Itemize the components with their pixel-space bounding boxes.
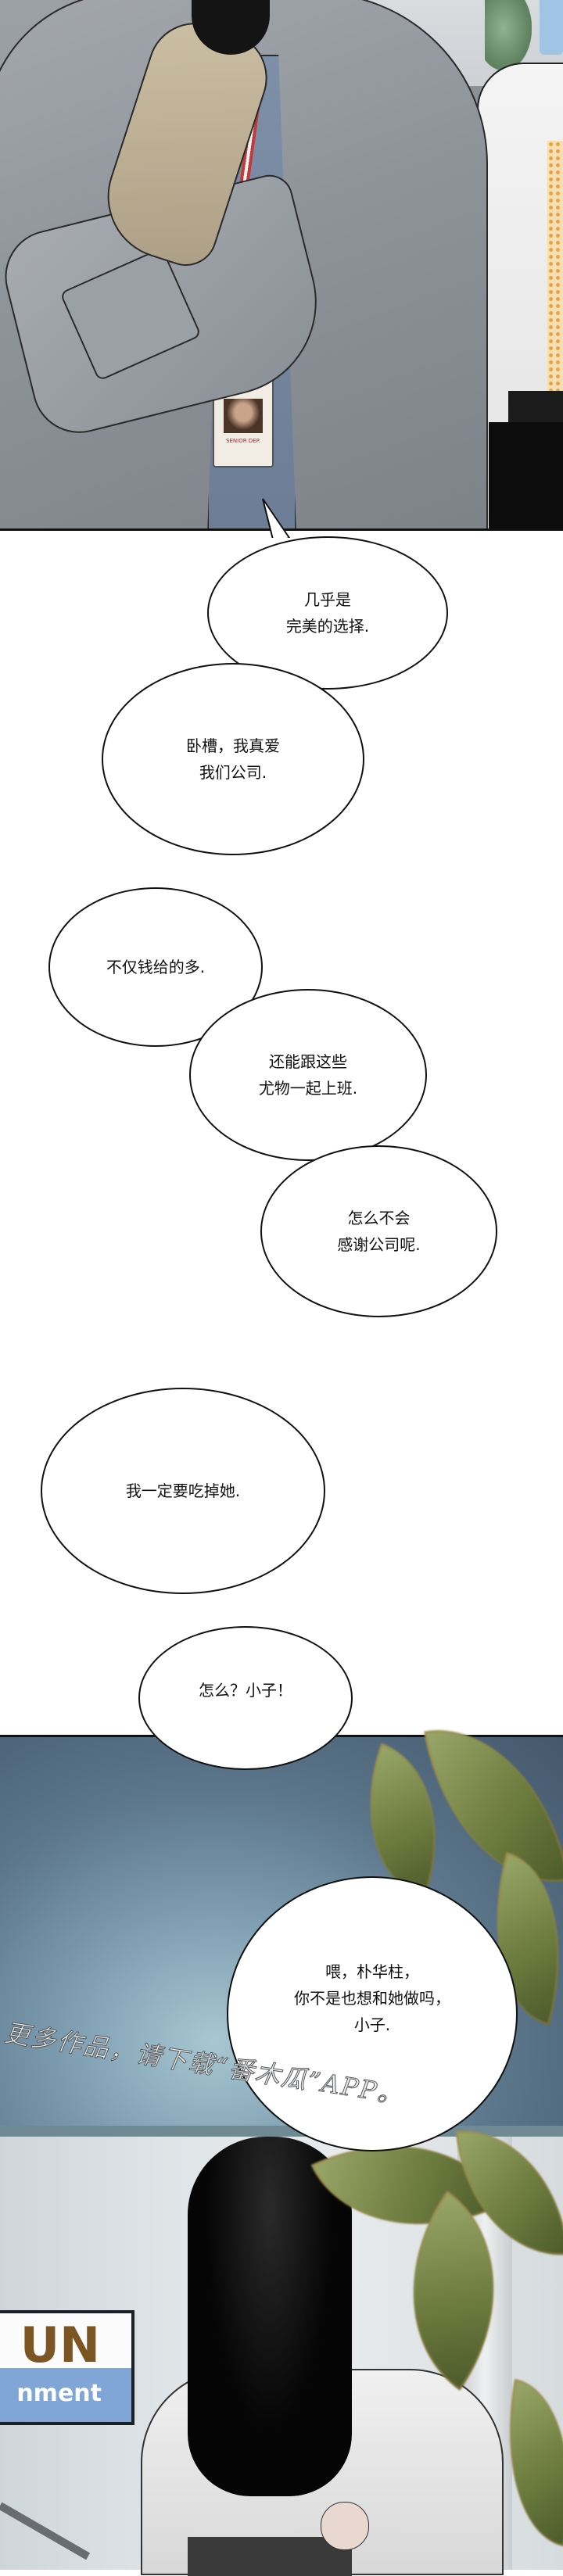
bubble-text: 我一定要吃掉她. — [125, 1481, 241, 1500]
water-cooler — [540, 0, 563, 55]
company-sign: UN nment — [0, 2310, 134, 2425]
speech-bubble-4: 还能跟这些 尤物一起上班. — [189, 989, 427, 1161]
bubble-text: 怎么不会 感谢公司呢. — [337, 1209, 421, 1254]
badge-photo — [224, 399, 263, 433]
speech-bubble-6: 我一定要吃掉她. — [41, 1388, 325, 1594]
sign-subtitle: nment — [16, 2380, 102, 2407]
woman-long-hair — [188, 2137, 352, 2496]
speech-bubble-5: 怎么不会 感谢公司呢. — [260, 1145, 497, 1317]
panel-office-man: RIGHT BRAIN SENIOR DEP. — [0, 0, 563, 531]
coworker-pants — [489, 422, 563, 528]
bubble-text: 不仅钱给的多. — [106, 958, 206, 976]
coworker-polka-dot-tie — [547, 141, 563, 407]
sign-top-half — [0, 2313, 131, 2368]
speech-bubble-7: 怎么？小子！ — [138, 1626, 353, 1770]
bubble-text: 几乎是 完美的选择. — [285, 590, 370, 636]
bubble-text: 还能跟这些 尤物一起上班. — [258, 1052, 358, 1098]
bubble-text: 卧槽，我真爱 我们公司. — [186, 736, 280, 782]
badge-role: SENIOR DEP. — [226, 438, 260, 444]
coworker-belt — [508, 391, 563, 422]
speech-bubble-2: 卧槽，我真爱 我们公司. — [102, 663, 364, 855]
speech-bubble-8: 喂，朴华柱， 你不是也想和她做吗， 小子. — [227, 1876, 518, 2151]
background-plant — [485, 0, 532, 70]
bubble-text: 喂，朴华柱， 你不是也想和她做吗， 小子. — [294, 1962, 450, 2034]
bubble-text: 怎么？小子！ — [199, 1681, 292, 1700]
sign-bottom-half — [0, 2367, 131, 2422]
sign-logo-text: UN — [20, 2316, 100, 2374]
woman-hand-on-hip — [321, 2502, 369, 2550]
